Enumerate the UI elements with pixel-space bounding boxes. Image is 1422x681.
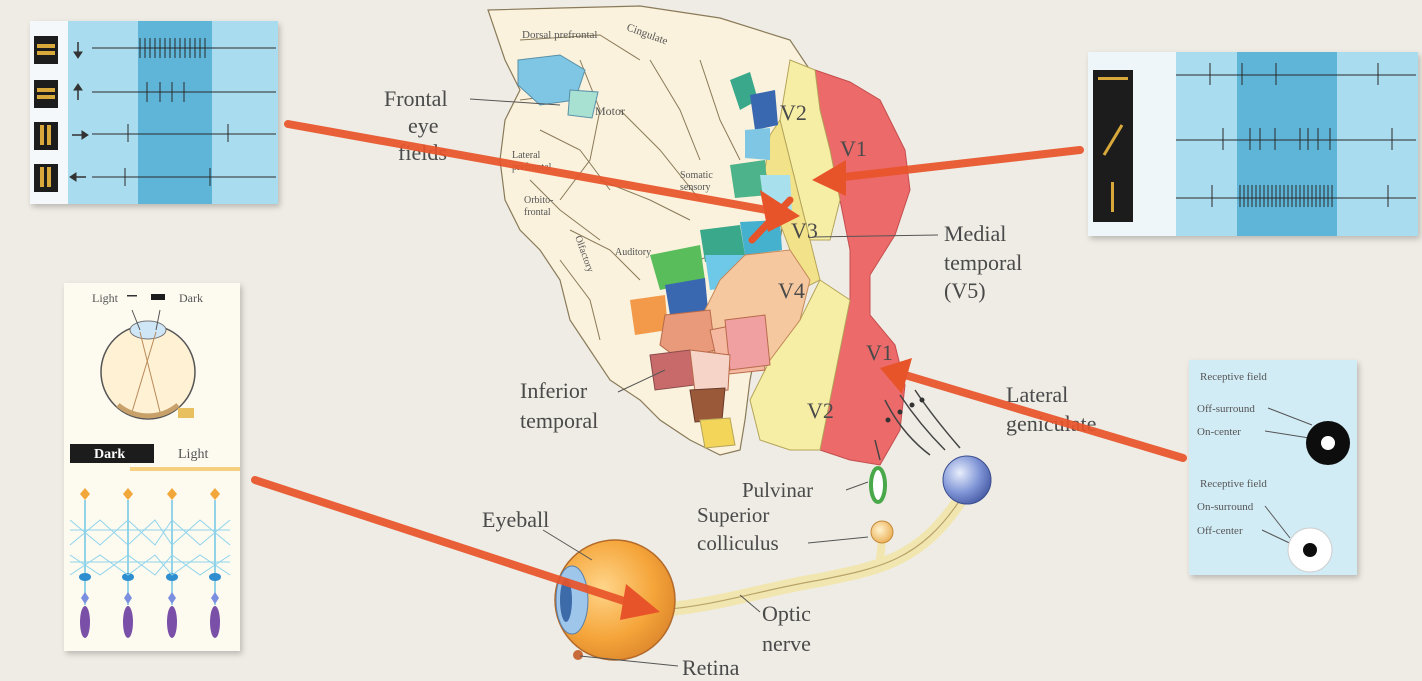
- label-inferior: Inferior: [520, 378, 588, 403]
- label-v3: V3: [791, 218, 818, 243]
- dark-stimulus-bar: [151, 294, 165, 300]
- label-frontal: Frontal: [384, 86, 448, 111]
- label-pulvinar: Pulvinar: [742, 478, 813, 502]
- label-nerve: nerve: [762, 631, 811, 656]
- label-lateral-prefrontal-1: Lateral: [512, 150, 541, 161]
- label-orbitofrontal-1: Orbito-: [524, 195, 553, 206]
- area-it-7: [700, 418, 735, 448]
- area-it-3: [725, 315, 770, 370]
- label-off-surround: Off-surround: [1197, 403, 1255, 415]
- label-temporal: temporal: [944, 250, 1022, 275]
- label-v1-upper: V1: [840, 136, 867, 161]
- dark-tab-label: Dark: [94, 447, 125, 462]
- label-temporal-it: temporal: [520, 408, 598, 433]
- colliculus-leader: [808, 537, 868, 543]
- stimulus-period-band: [1237, 52, 1337, 236]
- area-mosaic-3: [745, 128, 770, 160]
- area-it-4: [650, 350, 695, 390]
- receptive-field-panel: Receptive field Off-surround On-center R…: [1189, 360, 1357, 575]
- label-v2-upper: V2: [780, 100, 807, 125]
- receptive-field-title-top: Receptive field: [1200, 371, 1267, 383]
- label-orbitofrontal-2: frontal: [524, 207, 551, 218]
- retina-light-top: Light: [92, 291, 119, 305]
- label-off-center: Off-center: [1197, 525, 1243, 537]
- label-on-center: On-center: [1197, 426, 1241, 438]
- label-v1-lower: V1: [866, 340, 893, 365]
- light-stimulus-strip: [130, 467, 240, 471]
- label-v2-lower: V2: [807, 398, 834, 423]
- orientation-selective-recording-panel: [1088, 52, 1418, 236]
- label-on-surround: On-surround: [1197, 501, 1254, 513]
- label-eye: eye: [408, 113, 439, 138]
- label-dorsal-prefrontal: Dorsal prefrontal: [522, 29, 597, 41]
- retina-dark-top: Dark: [179, 291, 203, 305]
- label-v4: V4: [778, 278, 805, 303]
- label-eyeball: Eyeball: [482, 507, 549, 532]
- label-medial: Medial: [944, 221, 1006, 246]
- orientation-stimuli: [1093, 70, 1133, 222]
- light-tab-label: Light: [178, 447, 208, 462]
- arrow-retina-panel-to-eye: [255, 480, 636, 605]
- label-auditory: Auditory: [615, 247, 651, 258]
- label-motor: Motor: [595, 104, 625, 118]
- label-somatic-sensory-1: Somatic: [680, 170, 713, 181]
- pulvinar-leader: [846, 482, 868, 490]
- area-it-5: [690, 350, 730, 392]
- superior-colliculus-nucleus: [871, 521, 893, 543]
- retina-panel: Light Dark Dark Light: [64, 283, 240, 651]
- label-retina: Retina: [682, 655, 740, 680]
- pulvinar-nucleus: [871, 468, 885, 502]
- area-it-6: [690, 388, 725, 422]
- label-lateral: Lateral: [1006, 382, 1068, 407]
- label-superior: Superior: [697, 503, 769, 527]
- lateral-geniculate-nucleus: [943, 456, 991, 504]
- label-colliculus: colliculus: [697, 531, 779, 555]
- eyeball-leader: [543, 530, 592, 560]
- label-v5: (V5): [944, 278, 986, 303]
- area-mosaic-2: [750, 90, 778, 130]
- direction-selective-recording-panel: [30, 21, 278, 204]
- label-optic: Optic: [762, 601, 811, 626]
- receptive-field-title-bottom: Receptive field: [1200, 478, 1267, 490]
